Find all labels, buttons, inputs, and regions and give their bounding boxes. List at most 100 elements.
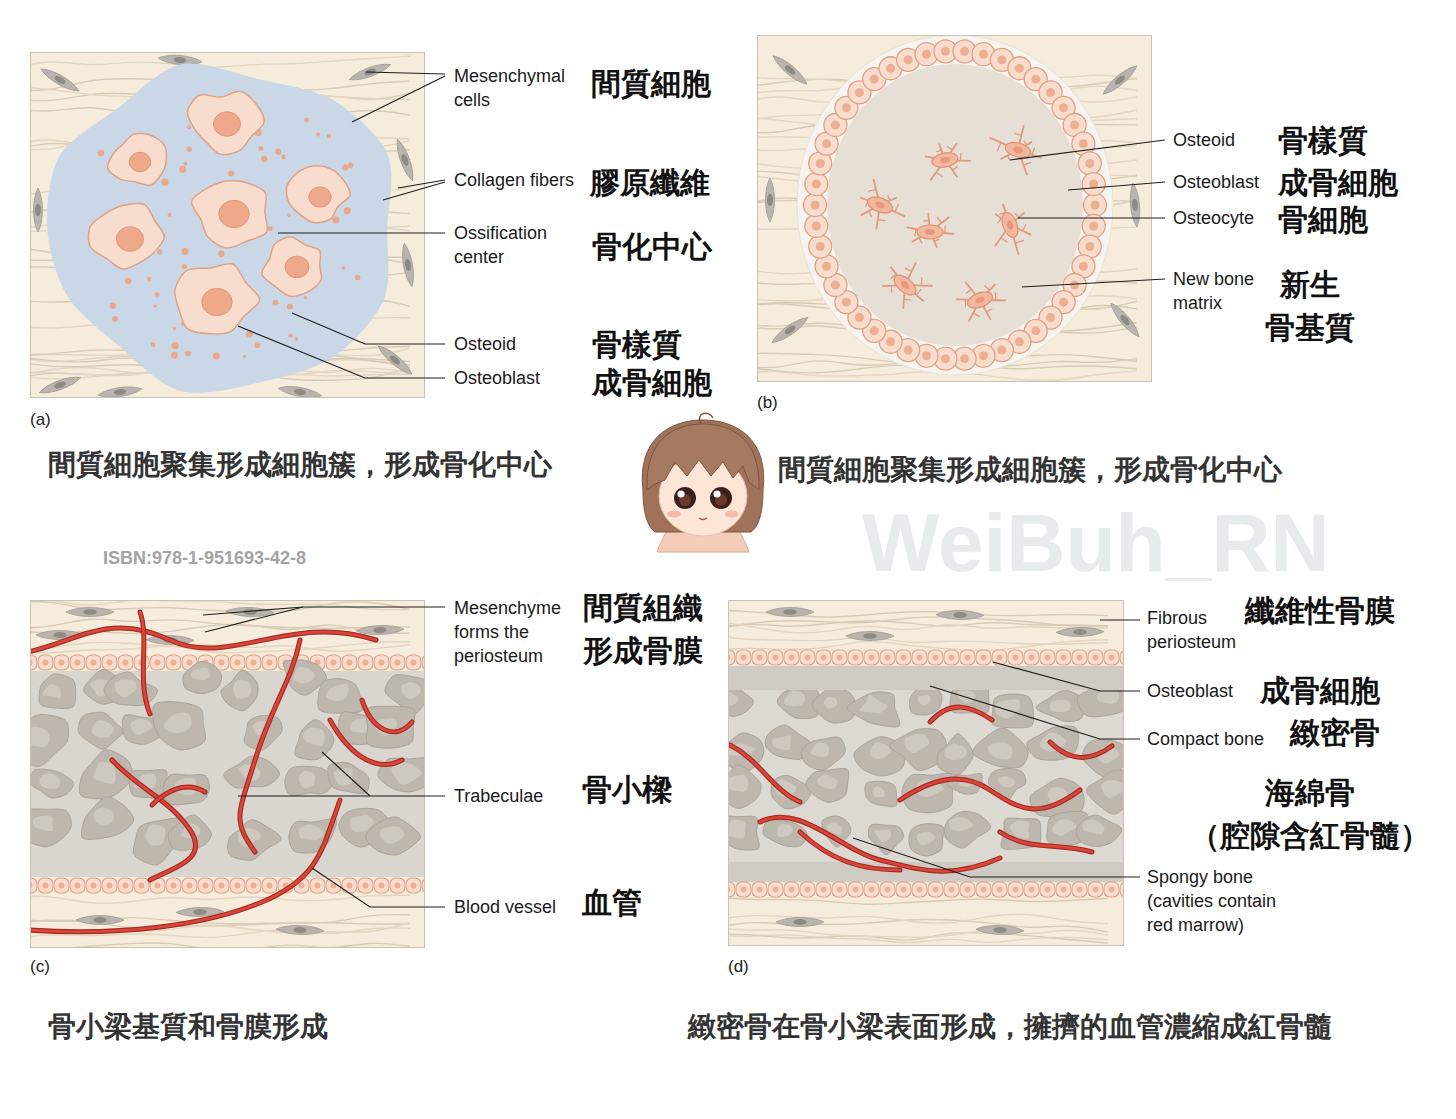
osteocyte-process xyxy=(1001,236,1007,244)
osteocyte-body xyxy=(931,151,959,169)
osteoblast-cell xyxy=(38,878,53,893)
mascot-eye xyxy=(674,487,696,509)
cavity-shade xyxy=(93,807,114,825)
osteoid-dot xyxy=(333,217,340,224)
osteocyte-process xyxy=(973,311,980,318)
mascot-blush xyxy=(725,511,739,518)
cell-body xyxy=(1056,627,1104,637)
panel-caption: 間質細胞聚集形成細胞簇，形成骨化中心 xyxy=(778,453,1282,487)
leader-line xyxy=(366,72,445,74)
cell-nucleus xyxy=(59,660,65,666)
osteoid-dot xyxy=(147,277,151,281)
osteoblast-cell xyxy=(784,650,799,665)
osteocyte-process xyxy=(1014,133,1021,135)
cell-nucleus xyxy=(767,194,773,206)
blood-vessel-highlight xyxy=(760,817,1000,871)
cell-body xyxy=(1107,300,1142,339)
cell-nucleus xyxy=(171,883,177,889)
leader-line xyxy=(322,752,370,796)
mascot-ahoge xyxy=(700,413,713,424)
osteocyte-body xyxy=(917,225,943,239)
cell-nucleus xyxy=(1131,199,1138,212)
osteoblast-cell xyxy=(102,655,117,670)
osteoblast-cell xyxy=(358,878,373,893)
marrow-cavity xyxy=(868,824,903,854)
osteoblast-cell xyxy=(70,878,85,893)
cell-nucleus xyxy=(885,887,891,893)
isbn-note: ISBN:978-1-951693-42-8 xyxy=(103,547,306,569)
cell-nucleus xyxy=(741,655,747,661)
cell-body xyxy=(38,373,82,397)
panel-caption: 間質細胞聚集形成細胞簇，形成骨化中心 xyxy=(48,448,552,482)
panel-illustration xyxy=(30,52,425,398)
osteocyte xyxy=(923,139,973,182)
osteoblast-cell xyxy=(286,166,350,223)
leader-line xyxy=(1022,279,1165,287)
osteoblast-cell xyxy=(1088,650,1103,665)
mesenchymal-cell xyxy=(356,625,404,636)
cell-nucleus xyxy=(901,655,907,661)
cell-nucleus xyxy=(43,883,49,889)
cell-nucleus xyxy=(267,883,273,889)
collagen-fiber xyxy=(728,635,1108,645)
osteoblast-cell xyxy=(166,878,181,893)
panel-frame xyxy=(31,601,425,948)
cell-nucleus xyxy=(855,88,864,97)
osteoid-dot xyxy=(327,134,331,138)
osteoid-dot xyxy=(316,132,320,136)
cavity-shade xyxy=(917,832,935,845)
marrow-cavity xyxy=(992,694,1034,728)
collagen-fiber xyxy=(728,617,1108,628)
cell-nucleus xyxy=(1089,221,1098,230)
blood-vessel xyxy=(330,720,402,764)
osteoblast-cell xyxy=(166,655,181,670)
cavity-shade xyxy=(326,684,349,701)
blood-vessel xyxy=(112,760,196,880)
osteoblast-cell xyxy=(976,650,991,665)
collagen-fiber xyxy=(30,619,410,628)
osteocyte-process xyxy=(867,211,873,217)
cell-nucleus xyxy=(1077,887,1083,893)
osteoid-dot xyxy=(344,207,351,214)
english-label: Osteoblast xyxy=(1147,679,1233,703)
cavity-shade xyxy=(391,762,422,785)
ossification-center xyxy=(47,63,391,393)
cell-nucleus xyxy=(251,883,257,889)
cavity-shade xyxy=(776,824,792,837)
osteoblast-cell xyxy=(848,882,863,897)
cell-nucleus xyxy=(203,883,209,889)
cell-nucleus xyxy=(1073,629,1087,635)
cell-nucleus xyxy=(1031,326,1040,335)
cell-nucleus xyxy=(235,883,241,889)
cavity-shade xyxy=(39,773,60,789)
cell-nucleus xyxy=(1059,298,1068,307)
osteoblast-cell xyxy=(768,650,783,665)
cell-nucleus xyxy=(267,660,273,666)
cell-nucleus xyxy=(1005,219,1014,230)
osteocyte xyxy=(952,271,1011,328)
osteoblast-cell xyxy=(198,878,213,893)
osteoblast-cell xyxy=(1082,173,1105,196)
cell-nucleus xyxy=(979,50,988,59)
marrow-cavity xyxy=(295,720,334,760)
panel-background xyxy=(30,52,425,398)
mesenchymal-cell xyxy=(375,342,414,377)
cell-nucleus xyxy=(811,201,820,210)
cell-nucleus xyxy=(1109,655,1115,661)
osteoid-dot xyxy=(187,147,192,152)
cell-nucleus xyxy=(1012,146,1023,154)
cell-nucleus xyxy=(93,917,106,923)
cell-body xyxy=(766,608,814,617)
osteocyte-process xyxy=(1015,212,1019,218)
cell-nucleus xyxy=(941,47,950,56)
osteoblast-cell xyxy=(134,878,149,893)
cell-nucleus xyxy=(123,883,129,889)
osteoblast-cell xyxy=(728,882,735,897)
cell-nucleus xyxy=(917,655,923,661)
cell-nucleus xyxy=(1109,887,1115,893)
cell-body xyxy=(76,916,124,925)
chinese-label: 新生 骨基質 xyxy=(1250,263,1370,349)
cavity-shade xyxy=(1101,780,1124,798)
cell-nucleus xyxy=(741,887,747,893)
osteoblast-cell xyxy=(1056,650,1071,665)
